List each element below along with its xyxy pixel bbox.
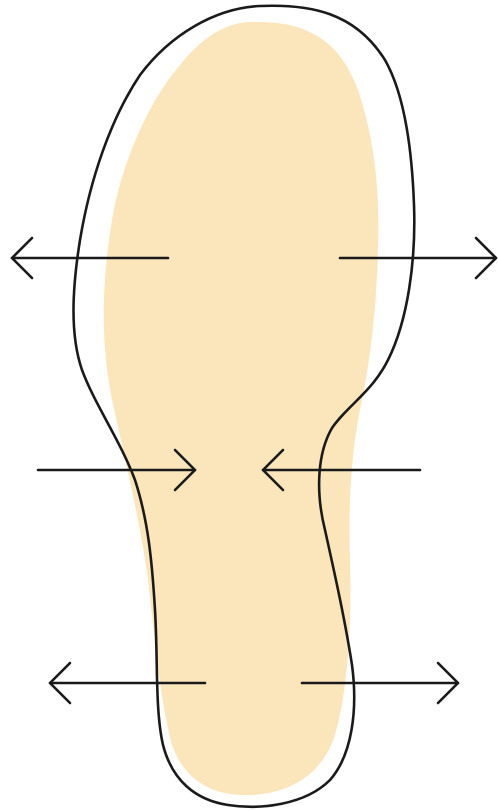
insole-fill	[104, 22, 379, 795]
